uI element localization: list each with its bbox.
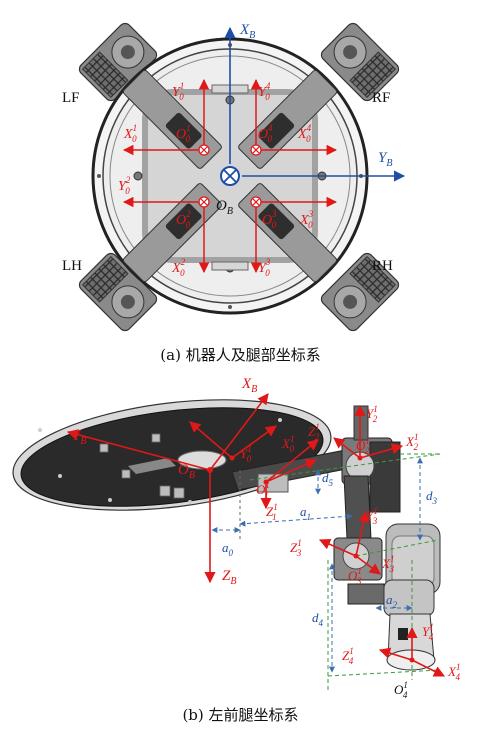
label-xb-side: XB xyxy=(241,376,257,395)
label-d4: d4 xyxy=(312,610,324,628)
label-yb-side: YB xyxy=(72,428,86,447)
label-xb-top: XB xyxy=(239,22,255,41)
label-rh: RH xyxy=(372,258,393,274)
label-a2: a2 xyxy=(386,592,398,610)
motor-rh xyxy=(320,252,400,332)
label-a1: a1 xyxy=(300,504,311,522)
label-lh: LH xyxy=(62,258,82,274)
arm-rf xyxy=(238,69,338,169)
dim-a1 xyxy=(239,513,353,527)
label-d5: d5 xyxy=(322,470,334,488)
xb-axis-side xyxy=(209,393,269,471)
arm-lh xyxy=(122,183,222,283)
motor-lh xyxy=(78,252,158,332)
label-a0: a0 xyxy=(222,540,234,558)
label-ob-top: OB xyxy=(216,198,233,217)
yb-axis-side xyxy=(66,429,211,471)
motor-rf xyxy=(320,22,400,102)
arm-lf xyxy=(122,69,222,169)
label-rf: RF xyxy=(372,90,390,106)
label-d3: d3 xyxy=(426,488,438,506)
side-view: XB YB ZB OB Y10 X10 O11 Z11 Z12 Y12 X12 … xyxy=(12,376,460,700)
label-yb-top: YB xyxy=(378,150,392,169)
label-ob-side: OB xyxy=(178,462,195,481)
arm-rh xyxy=(238,183,338,283)
label-zb-side: ZB xyxy=(222,568,236,587)
caption-a: (a) 机器人及腿部坐标系 xyxy=(160,346,321,364)
top-view: LF RF LH RH XB YB OB Y10 X10 O10 Y40 X40… xyxy=(62,22,406,332)
caption-b: (b) 左前腿坐标系 xyxy=(182,706,299,724)
label-lf: LF xyxy=(62,90,80,106)
